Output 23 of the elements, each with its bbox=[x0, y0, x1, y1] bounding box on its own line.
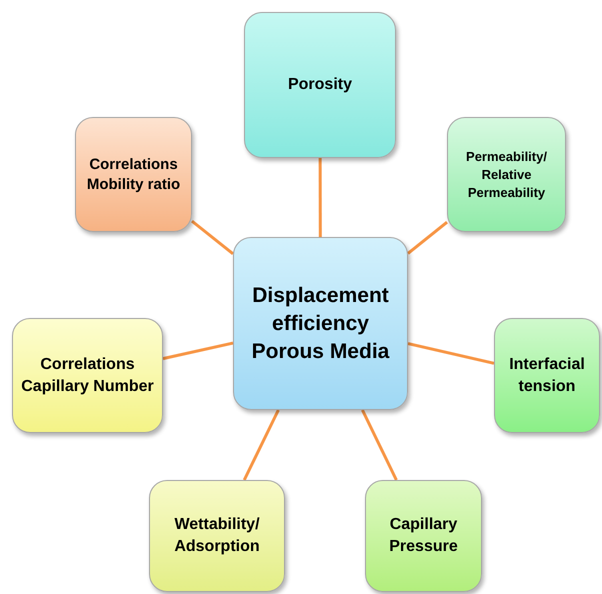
box-label: Correlations Capillary Number bbox=[21, 354, 154, 396]
box-label: Porosity bbox=[288, 75, 352, 95]
box-label: Permeability/ Relative Permeability bbox=[465, 148, 548, 202]
connector-line bbox=[361, 409, 398, 481]
rounded-box bbox=[75, 117, 192, 232]
rounded-box bbox=[365, 480, 482, 592]
box-label: Wettability/ Adsorption bbox=[173, 515, 261, 557]
box-label: Capillary Pressure bbox=[388, 515, 459, 557]
rounded-box bbox=[244, 12, 396, 158]
rounded-box bbox=[494, 318, 600, 433]
rounded-box bbox=[447, 117, 566, 232]
connector-line bbox=[407, 221, 448, 255]
box-label: Interfacial tension bbox=[508, 354, 586, 396]
rounded-box bbox=[12, 318, 163, 433]
rounded-box bbox=[149, 480, 285, 592]
connector-line bbox=[408, 342, 494, 365]
box-label: Correlations Mobility ratio bbox=[86, 154, 182, 194]
connector-line bbox=[191, 220, 234, 255]
connector-line bbox=[162, 342, 234, 360]
connector-line bbox=[318, 158, 322, 237]
connector-line bbox=[242, 409, 280, 481]
rounded-box bbox=[233, 237, 408, 410]
box-label: Displacement efficiency Porous Media bbox=[250, 282, 390, 364]
